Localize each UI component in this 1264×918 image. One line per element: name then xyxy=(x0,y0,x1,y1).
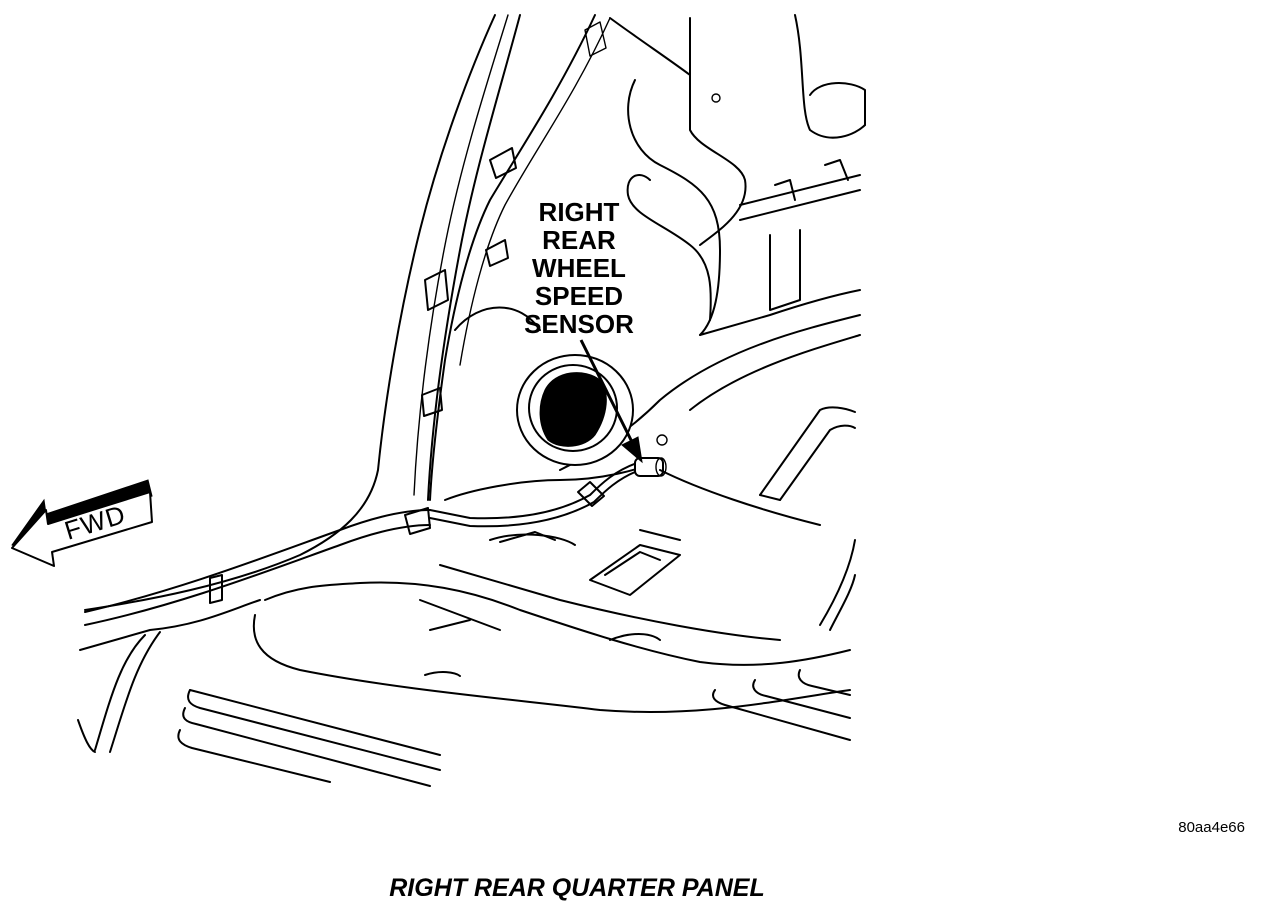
figure-reference: 80aa4e66 xyxy=(1178,819,1245,836)
forward-arrow: FWD xyxy=(11,479,153,567)
callout-arrowhead xyxy=(621,436,643,464)
quarter-panel-drawing xyxy=(77,14,866,787)
sensor-callout: RIGHT REAR WHEEL SPEED SENSOR xyxy=(524,197,643,464)
figure-caption: RIGHT REAR QUARTER PANEL xyxy=(389,874,764,902)
callout-line-2: REAR xyxy=(542,225,616,255)
callout-line-1: RIGHT xyxy=(539,197,620,227)
callout-line-5: SENSOR xyxy=(524,309,634,339)
callout-line-4: SPEED xyxy=(535,281,623,311)
callout-line-3: WHEEL xyxy=(532,253,626,283)
callout-leader-line xyxy=(579,339,634,443)
